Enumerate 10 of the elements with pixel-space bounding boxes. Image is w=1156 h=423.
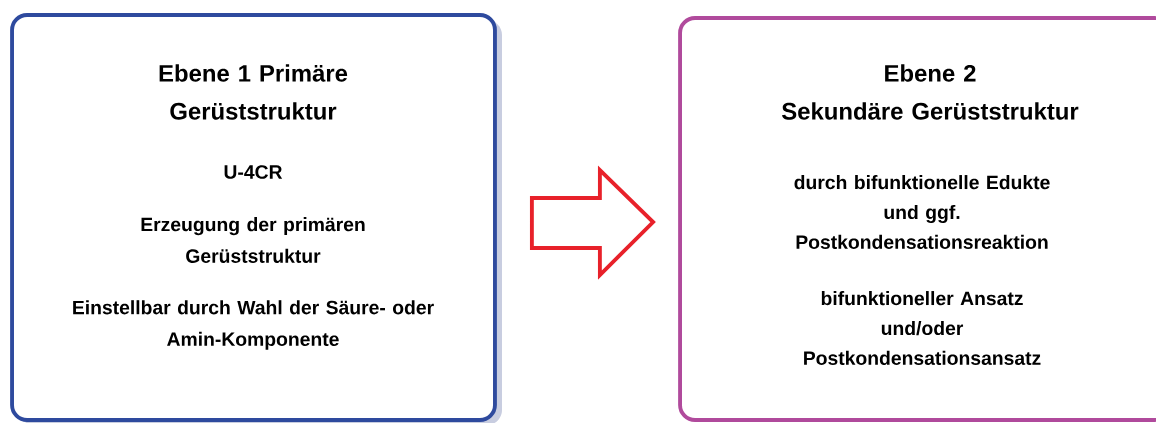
body-text: durch bifunktionelle Edukte und ggf. Postkondensationsreaktion: [794, 175, 1050, 249]
heading: Ebene 2 Sekundäre Gerüststruktur: [782, 64, 1079, 120]
block-arrow: [529, 165, 656, 280]
body-text: Einstellbar durch Wahl der Säure- oder Amin-Komponente: [73, 300, 434, 350]
heading: Ebene 1 Primäre Gerüststruktur: [159, 64, 348, 120]
process-box: [10, 13, 502, 423]
body-text: bifunktioneller Ansatz und/oder Postkondensationsansatz: [804, 291, 1041, 365]
body-text: Erzeugung der primären Gerüststruktur: [141, 217, 365, 263]
body-text: U-4CR: [224, 165, 283, 179]
process-box: [678, 16, 1156, 422]
